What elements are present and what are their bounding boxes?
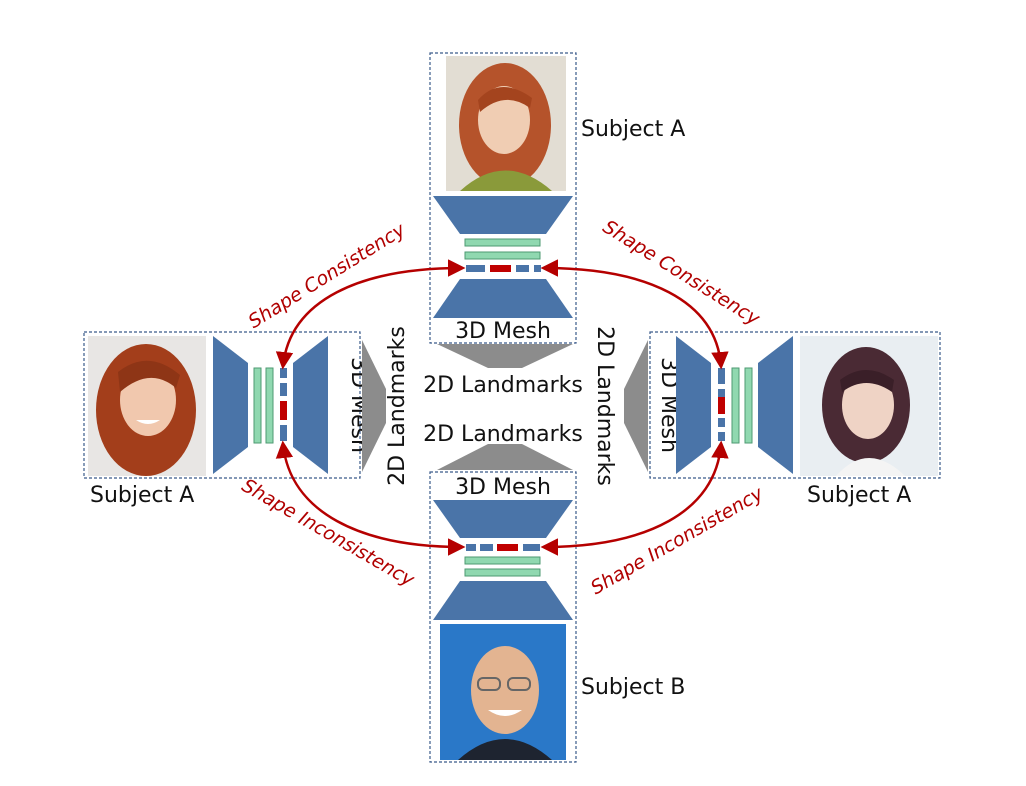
top-module-frame bbox=[429, 52, 577, 344]
right-photo bbox=[800, 336, 938, 476]
center-top-landmarks-label: 2D Landmarks bbox=[423, 373, 583, 398]
bottom-mesh-label: 3D Mesh bbox=[455, 475, 551, 500]
left-landmarks-label: 2D Landmarks bbox=[385, 326, 410, 486]
right-module-frame bbox=[649, 331, 941, 479]
arc-bottom-left-label: Shape Inconsistency bbox=[238, 474, 419, 591]
bottom-module-frame bbox=[429, 471, 577, 763]
right-funnel bbox=[624, 340, 648, 472]
left-subject-label: Subject A bbox=[90, 483, 194, 508]
top-photo bbox=[446, 56, 566, 191]
bottom-subject-label: Subject B bbox=[581, 675, 685, 700]
top-encoder bbox=[433, 196, 573, 318]
right-encoder bbox=[676, 336, 793, 474]
arc-top-right bbox=[540, 259, 729, 370]
arc-bottom-left bbox=[275, 440, 466, 556]
right-subject-label: Subject A bbox=[807, 483, 911, 508]
left-funnel bbox=[362, 340, 386, 472]
left-photo bbox=[88, 336, 206, 476]
bottom-photo bbox=[440, 624, 566, 760]
top-funnel bbox=[437, 344, 573, 368]
left-module-frame bbox=[83, 331, 361, 479]
left-encoder bbox=[213, 336, 328, 474]
arc-top-left bbox=[275, 259, 466, 370]
top-subject-label: Subject A bbox=[581, 117, 685, 142]
bottom-encoder bbox=[433, 500, 573, 620]
top-mesh-label: 3D Mesh bbox=[455, 319, 551, 344]
arc-top-right-label: Shape Consistency bbox=[599, 216, 764, 331]
arc-bottom-right bbox=[540, 440, 729, 556]
right-landmarks-label: 2D Landmarks bbox=[592, 326, 617, 486]
center-bottom-landmarks-label: 2D Landmarks bbox=[423, 422, 583, 447]
bottom-funnel bbox=[437, 444, 573, 470]
